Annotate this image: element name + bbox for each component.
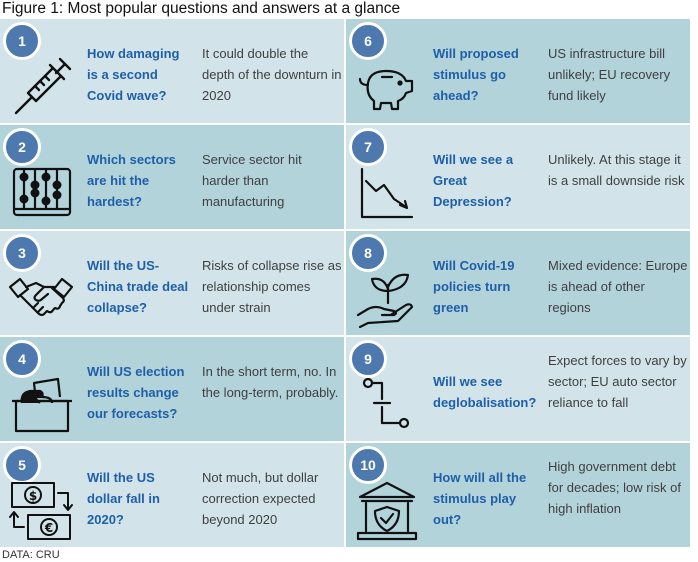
card-number: 2	[3, 128, 41, 166]
answer-text: US infrastructure bill unlikely; EU reco…	[548, 46, 671, 103]
qa-card-9: 9 Will we see deglobalisation? Expect fo…	[346, 337, 690, 441]
qa-card-2: 2 Which sectors are hit the hardest? Ser…	[0, 125, 344, 229]
syringe-icon	[8, 55, 74, 117]
card-number: 5	[3, 446, 41, 484]
declining-chart-icon	[354, 161, 420, 223]
card-number: 4	[3, 340, 41, 378]
question-text: How damaging is a second Covid wave?	[87, 46, 180, 103]
question-text: Will we see deglobalisation?	[433, 374, 537, 410]
abacus-icon	[8, 161, 74, 223]
svg-text:$: $	[29, 489, 37, 503]
qa-card-1: 1 How damaging is a second Covid wave? I…	[0, 19, 344, 123]
qa-card-8: 8 Will Covid-19 policies turn green Mixe…	[346, 231, 690, 335]
ballot-box-icon	[8, 373, 74, 435]
question-text: Will the US dollar fall in 2020?	[87, 470, 160, 527]
plant-in-hand-icon	[354, 267, 420, 329]
question-text: Which sectors are hit the hardest?	[87, 152, 176, 209]
bank-shield-icon	[354, 479, 420, 541]
answer-text: Mixed evidence: Europe is ahead of other…	[548, 258, 688, 315]
qa-card-6: 6 Will proposed stimulus go ahead? US in…	[346, 19, 690, 123]
disconnect-icon	[354, 373, 420, 435]
answer-text: Risks of collapse rise as relationship c…	[202, 258, 342, 315]
qa-card-7: 7 Will we see a Great Depression? Unlike…	[346, 125, 690, 229]
data-source: DATA: CRU	[2, 549, 60, 561]
question-text: Will Covid-19 policies turn green	[433, 258, 515, 315]
card-number: 1	[3, 22, 41, 60]
answer-text: High government debt for decades; low ri…	[548, 459, 681, 516]
answer-text: In the short term, no. In the long-term,…	[202, 364, 339, 400]
card-number: 7	[349, 128, 387, 166]
card-number: 10	[349, 446, 387, 484]
qa-grid: 1 How damaging is a second Covid wave? I…	[0, 19, 698, 549]
answer-text: It could double the depth of the downtur…	[202, 46, 342, 103]
qa-card-3: 3 Will the US-China trade deal collapse?…	[0, 231, 344, 335]
answer-text: Expect forces to vary by sector; EU auto…	[548, 353, 687, 410]
svg-text:€: €	[44, 521, 53, 535]
qa-card-5: 5 $ € Will the US dollar fall in 2020? N…	[0, 443, 344, 547]
question-text: How will all the stimulus play out?	[433, 470, 527, 527]
card-number: 6	[349, 22, 387, 60]
handshake-icon	[8, 267, 74, 329]
card-number: 8	[349, 234, 387, 272]
qa-card-4: 4 Will US election results change our fo…	[0, 337, 344, 441]
figure-title: Figure 1: Most popular questions and ans…	[2, 0, 401, 17]
piggy-bank-icon	[354, 55, 420, 117]
currency-exchange-icon: $ €	[8, 479, 74, 541]
card-number: 9	[349, 340, 387, 378]
answer-text: Unlikely. At this stage it is a small do…	[548, 152, 685, 188]
question-text: Will we see a Great Depression?	[433, 152, 514, 209]
question-text: Will US election results change our fore…	[87, 364, 185, 421]
answer-text: Not much, but dollar correction expected…	[202, 470, 319, 527]
question-text: Will the US-China trade deal collapse?	[87, 258, 189, 315]
qa-card-10: 10 How will all the stimulus play out? H…	[346, 443, 690, 547]
question-text: Will proposed stimulus go ahead?	[433, 46, 519, 103]
card-number: 3	[3, 234, 41, 272]
answer-text: Service sector hit harder than manufactu…	[202, 152, 302, 209]
